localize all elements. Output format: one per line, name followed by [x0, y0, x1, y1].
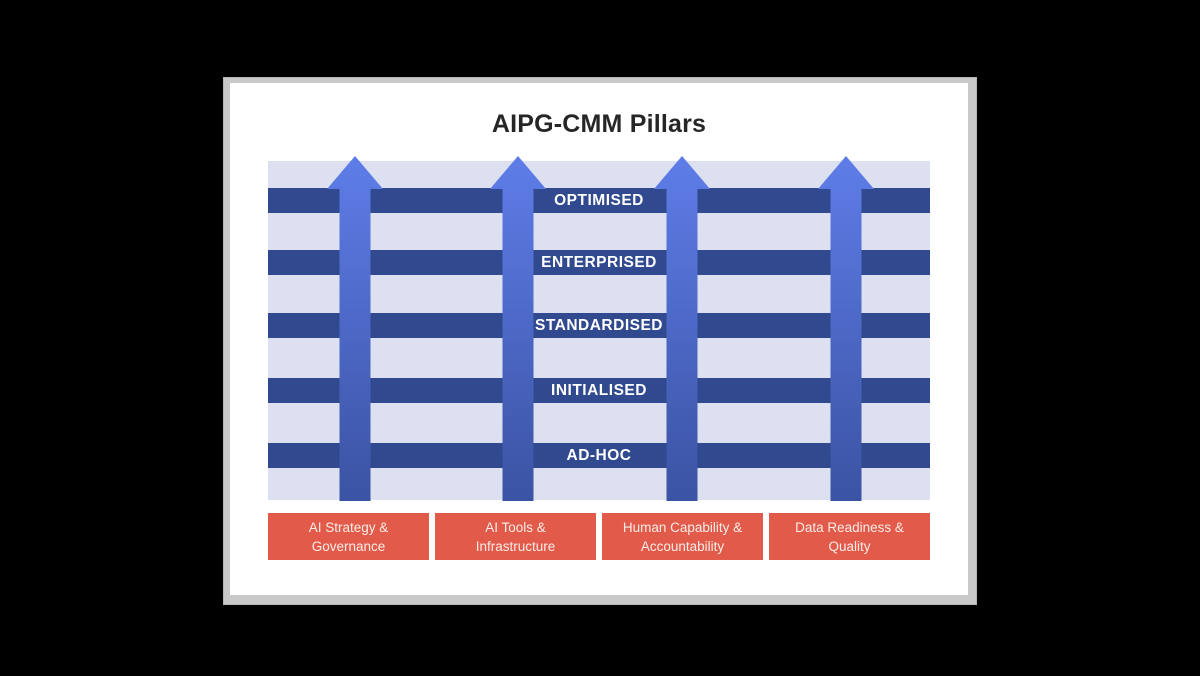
maturity-level-bar-standardised: STANDARDISED [268, 313, 930, 338]
up-arrow-icon [490, 156, 546, 501]
maturity-level-label: OPTIMISED [554, 191, 644, 209]
pillar-box-ai-tools-infrastructure: AI Tools & Infrastructure [435, 513, 596, 560]
pillar-label-line: Human Capability & [622, 519, 743, 535]
pillar-label-line: Governance [311, 538, 386, 554]
pillar-box-data-readiness-quality: Data Readiness & Quality [769, 513, 930, 560]
slide-canvas: AIPG-CMM Pillars OPTIMISED ENTERPRISED S… [230, 83, 968, 595]
pillar-label-line: Data Readiness & [795, 519, 904, 535]
up-arrow-icon [818, 156, 874, 501]
pillar-label-line: Accountability [640, 538, 725, 554]
maturity-level-label: ENTERPRISED [541, 253, 657, 271]
maturity-level-label: INITIALISED [551, 381, 647, 399]
maturity-level-label: STANDARDISED [535, 316, 663, 334]
pillar-label-line: Infrastructure [475, 538, 556, 554]
maturity-level-label: AD-HOC [566, 446, 632, 464]
pillar-row: AI Strategy & Governance AI Tools & Infr… [268, 513, 930, 560]
slide-window-frame: AIPG-CMM Pillars OPTIMISED ENTERPRISED S… [223, 77, 977, 605]
pillar-label-line: Quality [828, 538, 871, 554]
pillar-box-ai-strategy-governance: AI Strategy & Governance [268, 513, 429, 560]
page-title: AIPG-CMM Pillars [491, 110, 707, 138]
maturity-level-bar-initialised: INITIALISED [268, 378, 930, 403]
up-arrow-icon [327, 156, 383, 501]
maturity-grid: OPTIMISED ENTERPRISED STANDARDISED INITI… [268, 156, 930, 501]
pillar-label-line: AI Strategy & [308, 519, 389, 535]
pillar-box-human-capability-accountability: Human Capability & Accountability [602, 513, 763, 560]
maturity-level-bar-enterprised: ENTERPRISED [268, 250, 930, 275]
pillar-label-line: AI Tools & [485, 519, 546, 535]
up-arrow-icon [654, 156, 710, 501]
maturity-level-bar-adhoc: AD-HOC [268, 443, 930, 468]
maturity-level-bar-optimised: OPTIMISED [268, 188, 930, 213]
